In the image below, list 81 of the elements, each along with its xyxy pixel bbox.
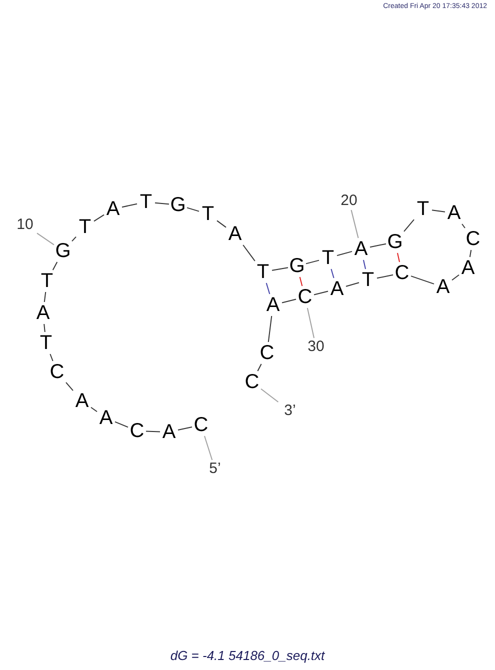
- backbone-line: [376, 274, 394, 279]
- backbone-line: [178, 426, 192, 431]
- backbone-line: [410, 276, 434, 284]
- backbone-line: [50, 354, 54, 362]
- backbone-line: [268, 316, 272, 342]
- nucleotide-letter: T: [39, 271, 55, 291]
- nucleotide-letter: T: [77, 217, 93, 237]
- position-label: 20: [338, 193, 360, 209]
- nucleotide-letter: T: [320, 248, 336, 268]
- nucleotide-letter: A: [460, 258, 476, 278]
- nucleotide-letter: C: [193, 415, 209, 435]
- backbone-line: [94, 214, 104, 222]
- leader-line: [350, 210, 359, 238]
- base-pair-line: [396, 252, 400, 262]
- base-pair-line: [299, 276, 303, 286]
- nucleotide-letter: A: [227, 224, 243, 244]
- nucleotide-letter: C: [244, 372, 260, 392]
- leader-line: [204, 436, 213, 460]
- backbone-line: [452, 274, 460, 281]
- nucleotide-letter: C: [129, 421, 145, 441]
- backbone-line: [272, 267, 288, 271]
- backbone-line: [216, 220, 226, 228]
- backbone-line: [44, 324, 46, 332]
- nucleotide-letter: A: [161, 422, 177, 442]
- nucleotide-letter: T: [38, 333, 54, 353]
- nucleotide-letter: A: [105, 199, 121, 219]
- backbone-line: [462, 224, 466, 228]
- leader-line: [36, 232, 54, 246]
- nucleotide-letter: A: [435, 277, 451, 297]
- nucleotide-letter: G: [387, 232, 403, 252]
- leader-line: [306, 308, 315, 338]
- caption: dG = -4.1 54186_0_seq.txt: [169, 647, 326, 665]
- backbone-line: [314, 290, 328, 296]
- nucleotide-letter: G: [289, 256, 305, 276]
- backbone-line: [336, 250, 352, 256]
- backbone-line: [469, 250, 472, 258]
- nucleotide-letter: A: [98, 408, 114, 428]
- backbone-line: [242, 244, 256, 262]
- position-label: 5’: [204, 461, 226, 477]
- nucleotide-letter: G: [170, 195, 186, 215]
- backbone-line: [404, 219, 414, 232]
- backbone-line: [154, 202, 170, 205]
- nucleotide-letter: C: [49, 362, 65, 382]
- backbone-line: [282, 298, 296, 304]
- base-pair-line: [330, 268, 334, 278]
- nucleotide-letter: C: [394, 263, 410, 283]
- nucleotide-letter: A: [446, 203, 462, 223]
- backbone-line: [90, 406, 98, 412]
- nucleotide-letter: T: [255, 262, 271, 282]
- backbone-line: [186, 207, 200, 212]
- nucleotide-letter: C: [297, 287, 313, 307]
- nucleotide-letter: G: [55, 241, 71, 261]
- nucleotide-letter: A: [329, 279, 345, 299]
- backbone-line: [66, 382, 74, 392]
- nucleotide-letter: A: [265, 295, 281, 315]
- backbone-line: [72, 236, 76, 242]
- nucleotide-letter: T: [200, 204, 216, 224]
- base-pair-line: [266, 282, 270, 294]
- backbone-line: [146, 430, 160, 432]
- backbone-line: [122, 203, 138, 208]
- nucleotide-letter: T: [360, 270, 376, 290]
- leader-line: [260, 388, 279, 402]
- nucleotide-letter: C: [465, 229, 481, 249]
- backbone-line: [44, 292, 46, 302]
- backbone-line: [346, 282, 360, 287]
- nucleotide-letter: T: [138, 192, 154, 212]
- position-label: 30: [305, 339, 327, 355]
- position-label: 10: [14, 217, 36, 233]
- nucleotide-letter: A: [353, 239, 369, 259]
- nucleotide-letter: C: [259, 343, 275, 363]
- backbone-line: [370, 243, 386, 248]
- base-pair-line: [362, 260, 366, 270]
- backbone-line: [257, 364, 262, 372]
- position-label: 3’: [279, 403, 301, 419]
- backbone-line: [432, 210, 446, 212]
- nucleotide-letter: A: [74, 391, 90, 411]
- nucleotide-letter: A: [35, 303, 51, 323]
- backbone-line: [114, 421, 128, 428]
- backbone-line: [52, 262, 58, 270]
- nucleotide-letter: T: [415, 199, 431, 219]
- backbone-line: [306, 260, 320, 264]
